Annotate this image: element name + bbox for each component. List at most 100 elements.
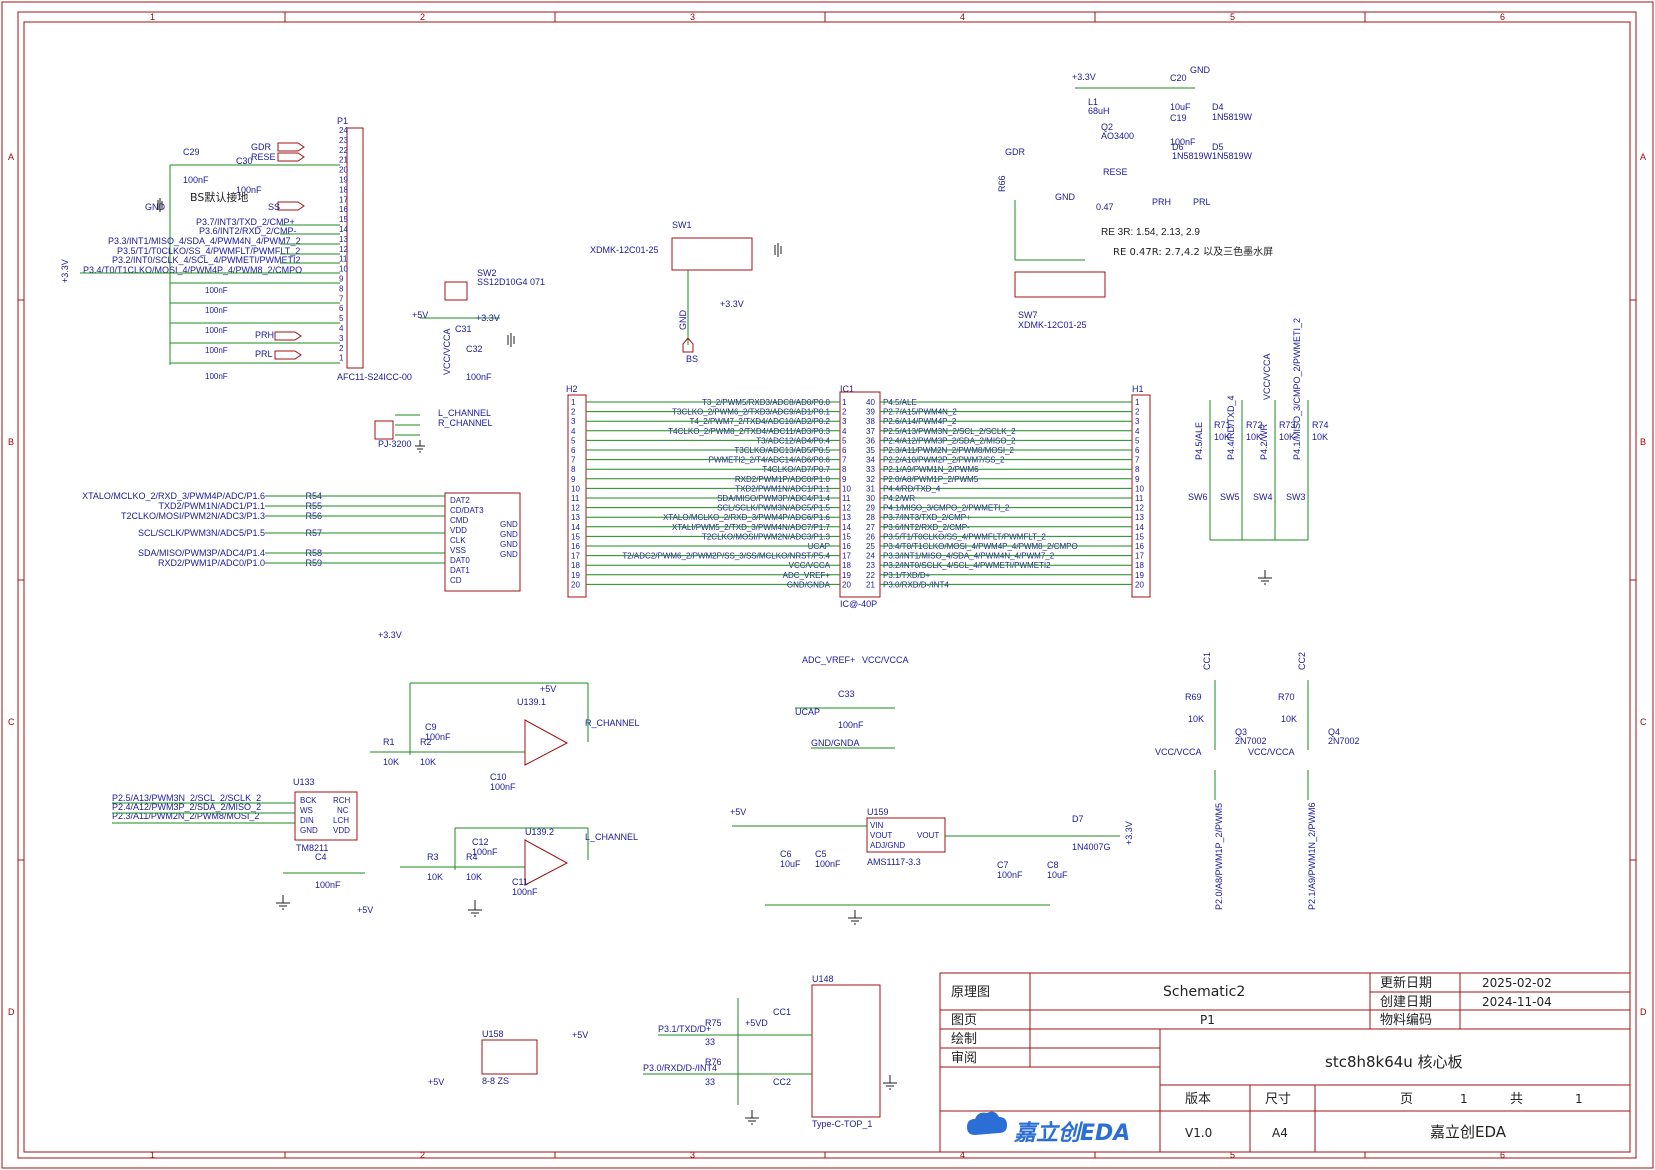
c29-ref: C29: [183, 147, 200, 157]
u139-2-symbol: [524, 839, 569, 886]
u139-1-symbol: [524, 719, 569, 766]
h2-pin-2: 2: [571, 408, 576, 417]
col-label-5: 5: [1230, 12, 1235, 22]
ic-ref: IC1: [840, 384, 854, 394]
tb-updated-value: 2025-02-02: [1482, 976, 1552, 990]
btn-r-val-2: 10K: [1279, 432, 1295, 442]
h2-pin-19: 19: [571, 571, 580, 580]
ic-pin-left: 6: [842, 446, 847, 455]
sd-net-1: TXD2/PWM1N/ADC1/P1.1: [158, 501, 265, 511]
adc-vcc: VCC/VCCA: [862, 655, 909, 665]
btn-r-val-1: 10K: [1246, 432, 1262, 442]
svg-text:WS: WS: [300, 806, 313, 815]
u158-5v-a: +5V: [428, 1077, 444, 1087]
c6-ref: C6: [780, 849, 792, 859]
c30-val: 100nF: [236, 185, 262, 195]
sd-gnd-2: GND: [500, 540, 518, 549]
sd-net-4: SDA/MISO/PWM3P/ADC4/P1.4: [138, 548, 265, 558]
tb-size-value: A4: [1272, 1126, 1288, 1140]
p1-pin-13: 13: [339, 235, 348, 244]
boost-prh: PRH: [1152, 197, 1171, 207]
h2-pin-5: 5: [571, 436, 576, 445]
u139-1-ref: U139.1: [517, 697, 546, 707]
h1-pin-10: 10: [1135, 484, 1144, 493]
p1-pin-22: 22: [339, 146, 348, 155]
boost-gnd: GND: [1190, 65, 1211, 75]
u158-5v-b: +5V: [572, 1030, 588, 1040]
sd-gnd-3: GND: [500, 550, 518, 559]
boost-gdr: GDR: [1005, 147, 1026, 157]
ic-pin-right: 37: [866, 427, 875, 436]
tb-company: 嘉立创EDA: [1430, 1123, 1507, 1141]
u133-net-0: P2.5/A13/PWM3N_2/SCL_2/SCLK_2: [112, 793, 261, 803]
ic-pin-left: 11: [842, 494, 851, 503]
col-label-4-bottom: 4: [960, 1150, 965, 1160]
c9-val: 100nF: [425, 732, 451, 742]
p1-net-0: P3.7/INT3/TXD_2/CMP+: [196, 217, 295, 227]
col-label-4: 4: [960, 12, 965, 22]
r76-val: 33: [705, 1077, 715, 1087]
sw1-gnd-icon: [774, 243, 782, 257]
p1-pin-11: 11: [339, 255, 348, 264]
sd-3v3: +3.3V: [378, 630, 402, 640]
btn-sw-ref-1: SW5: [1220, 492, 1240, 502]
u133-5v: +5V: [357, 905, 373, 915]
ic-pin-left: 20: [842, 580, 851, 589]
svg-text:LCH: LCH: [333, 816, 349, 825]
h2-pin-7: 7: [571, 456, 576, 465]
p5vd-label: +5VD: [745, 1018, 768, 1028]
c-val-e: 100nF: [205, 372, 228, 381]
ic-pin-right: 34: [866, 456, 875, 465]
p1-part: AFC11-S24ICC-00: [337, 372, 412, 382]
h2-ref: H2: [566, 384, 578, 394]
tb-size-label: 尺寸: [1265, 1092, 1291, 1107]
prl-label: PRL: [255, 349, 273, 359]
btn-gnd-icon: [1258, 570, 1272, 585]
h1-pin-18: 18: [1135, 561, 1144, 570]
c20-val: 10uF: [1170, 102, 1191, 112]
q3-net: P2.0/A8/PWM1P_2/PWM5: [1214, 803, 1224, 910]
sd-net-2: T2CLKO/MOSI/PWM2N/ADC3/P1.3: [121, 511, 265, 521]
sw2-3v3: +3.3V: [476, 313, 500, 323]
c32-ref: C32: [466, 344, 483, 354]
boost-3v3: +3.3V: [1072, 72, 1096, 82]
svg-text:NC: NC: [337, 806, 349, 815]
ic-pin-right: 36: [866, 436, 875, 445]
q3-cc1: CC1: [1202, 652, 1212, 670]
p1-pin-5: 5: [339, 314, 344, 323]
r4-ref: R4: [466, 852, 478, 862]
sw1-3v3: +3.3V: [720, 299, 744, 309]
d4-ref: D4: [1212, 102, 1224, 112]
mosfet-block: CC1 CC2 R69 R70 10K 10K Q3 2N7002 Q4 2N7…: [1155, 652, 1360, 910]
q4-cc2: CC2: [1297, 652, 1307, 670]
ic-pin-right: 26: [866, 532, 875, 541]
q2-part: AO3400: [1101, 131, 1134, 141]
btn-r-ref-0: R71: [1214, 420, 1231, 430]
sd-card: DAT2CD/DAT3CMDVDDCLKVSSDAT0DAT1CDXTALO/M…: [82, 491, 521, 640]
p1-pin-16: 16: [339, 205, 348, 214]
r75-val: 33: [705, 1037, 715, 1047]
btn-net-2: P4.2/WR: [1259, 423, 1269, 460]
col-label-1-bottom: 1: [150, 1150, 155, 1160]
ic-pin-right: 40: [866, 398, 875, 407]
row-label-a-right: A: [1640, 152, 1646, 162]
ic-pin-right: 39: [866, 408, 875, 417]
tb-page-label: 图页: [951, 1013, 977, 1028]
ic-pin-left: 9: [842, 475, 847, 484]
sd-gnd-1: GND: [500, 530, 518, 539]
gdr-label: GDR: [251, 142, 272, 152]
sw2-part: SS12D10G4 071: [477, 277, 545, 287]
u133-net-1: P2.4/A12/PWM3P_2/SDA_2/MISO_2: [112, 802, 261, 812]
re047-note: RE 0.47R: 2.7,4.2 以及三色墨水屏: [1113, 245, 1273, 258]
tb-review-label: 审阅: [951, 1051, 977, 1066]
u158-part: 8-8 ZS: [482, 1076, 509, 1086]
ic-pin-right: 27: [866, 523, 875, 532]
usb-cc2: CC2: [773, 1077, 791, 1087]
h2-pin-6: 6: [571, 446, 576, 455]
p1-pin-23: 23: [339, 136, 348, 145]
q2-ref: Q2: [1101, 122, 1113, 132]
h1-pin-15: 15: [1135, 532, 1144, 541]
usb-gnd-icon: [745, 1110, 759, 1125]
